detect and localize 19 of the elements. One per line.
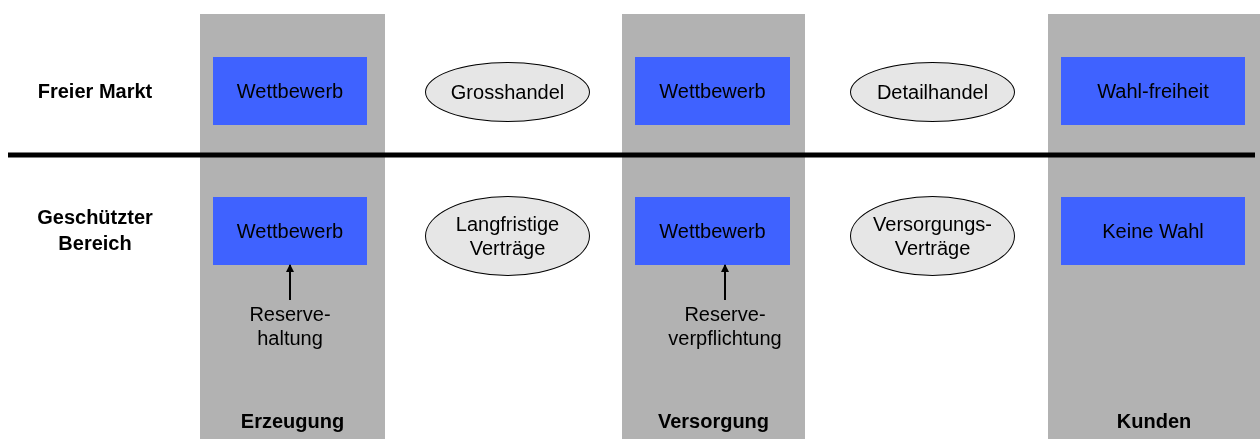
annotation-text: Reserve-verpflichtung bbox=[640, 298, 810, 354]
process-oval: Versorgungs-Verträge bbox=[850, 196, 1015, 276]
process-box: Wettbewerb bbox=[635, 57, 790, 125]
process-box: Wettbewerb bbox=[635, 197, 790, 265]
process-box: Wahl-freiheit bbox=[1061, 57, 1245, 125]
process-box: Wettbewerb bbox=[213, 197, 367, 265]
annotation-text: Reserve-haltung bbox=[230, 298, 350, 354]
process-box: Wettbewerb bbox=[213, 57, 367, 125]
process-oval: Detailhandel bbox=[850, 62, 1015, 122]
arrow bbox=[721, 264, 729, 301]
row-label: Freier Markt bbox=[36, 79, 154, 104]
column-heading: Versorgung bbox=[656, 409, 771, 433]
process-oval: Langfristige Verträge bbox=[425, 196, 590, 276]
process-box: Keine Wahl bbox=[1061, 197, 1245, 265]
arrow bbox=[286, 264, 294, 301]
row-label: Geschützter Bereich bbox=[36, 205, 154, 256]
process-oval: Grosshandel bbox=[425, 62, 590, 122]
column-heading: Kunden bbox=[1115, 409, 1193, 433]
column-heading: Erzeugung bbox=[239, 409, 346, 433]
